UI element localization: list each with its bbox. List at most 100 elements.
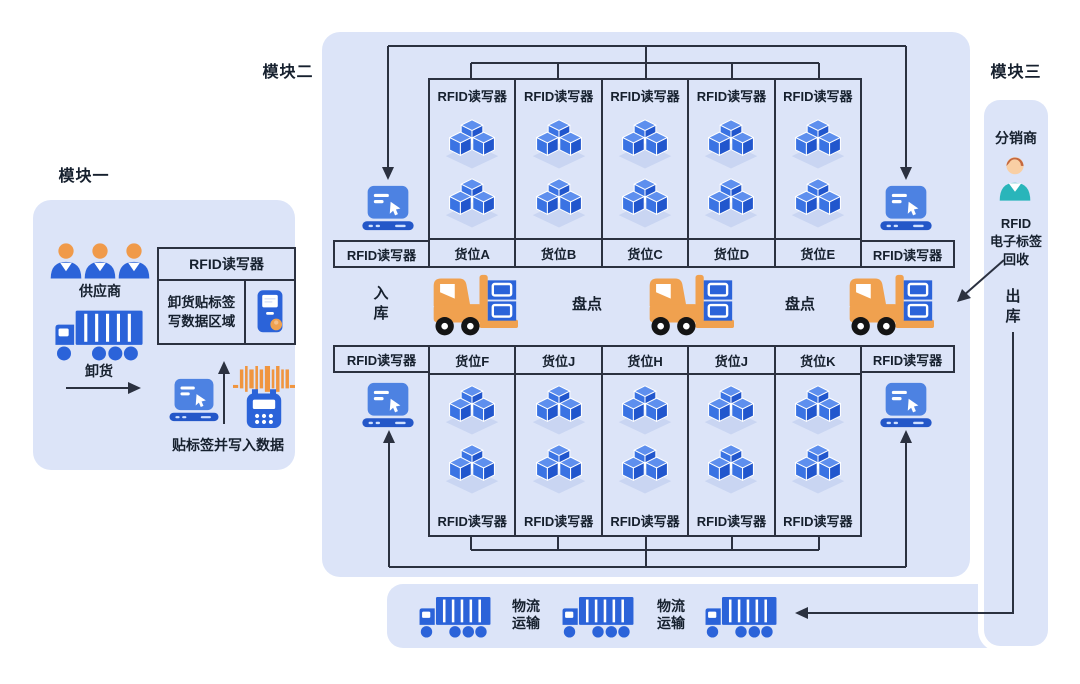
goods-boxes-icon [531, 444, 587, 495]
truck-icon [417, 592, 493, 640]
storage-column-j2: 货位J RFID读写器 [689, 347, 776, 535]
stocktake-label: 盘点 [784, 295, 815, 313]
logistics-line2: 运输 [657, 615, 685, 631]
goods-boxes-icon [531, 385, 587, 436]
suppliers-group-icon [48, 242, 152, 279]
storage-column-h: 货位H RFID读写器 [602, 347, 690, 535]
goods-boxes-icon [790, 178, 846, 229]
goods-boxes-icon [617, 119, 673, 170]
goods-boxes-icon [444, 119, 500, 170]
logistics-line1: 物流 [512, 597, 540, 614]
rfid-reader-label: RFID读写器 [437, 513, 507, 529]
module2-title: 模块二 [262, 64, 314, 81]
top-storage-grid: RFID读写器 货位A RFID读写器 货位B RFID读写器 货位C RFID… [428, 78, 862, 268]
storage-column-c: RFID读写器 货位C [602, 80, 690, 266]
slot-label: 货位A [430, 238, 515, 266]
slot-label: 货位J [516, 347, 601, 375]
goods-boxes-icon [617, 444, 673, 495]
tagging-label: 贴标签并写入数据 [172, 437, 284, 454]
recycle-line3: 回收 [1002, 251, 1029, 267]
goods-boxes-icon [531, 178, 587, 229]
storage-column-k: 货位K RFID读写器 [775, 347, 861, 535]
goods-boxes-icon [703, 178, 759, 229]
goods-boxes-icon [617, 385, 673, 436]
logistics-label: 物流 运输 [504, 597, 548, 633]
slot-label: 货位J [689, 347, 774, 375]
person-icon [116, 242, 152, 279]
rfid-reader-label: RFID读写器 [783, 513, 853, 529]
forklift-icon [427, 273, 521, 339]
slot-label: 货位B [516, 238, 601, 266]
tagging-area-cell: 卸货贴标签 写数据区域 [159, 281, 246, 343]
truck-icon [703, 592, 779, 640]
slot-label: 货位C [602, 238, 688, 266]
barcode-scanner-icon [233, 363, 295, 431]
goods-boxes-icon [790, 444, 846, 495]
logistics-line2: 运输 [512, 615, 540, 631]
rfid-reader-cell-bottom-left: RFID读写器 [333, 345, 430, 373]
handheld-rfid-icon [256, 287, 284, 337]
goods-boxes-icon [617, 178, 673, 229]
rfid-laptop-icon [361, 185, 415, 231]
unload-label: 卸货 [85, 363, 113, 380]
goods-boxes-icon [444, 385, 500, 436]
person-icon [82, 242, 118, 279]
rfid-reader-label: RFID读写器 [437, 88, 507, 104]
handheld-cell [246, 281, 294, 343]
person-icon [48, 242, 84, 279]
rfid-reader-cell-top-left: RFID读写器 [333, 240, 430, 268]
outbound-label: 出库 [1005, 288, 1021, 325]
rfid-reader-label: RFID读写器 [696, 88, 767, 104]
forklift-icon [843, 273, 937, 339]
suppliers-label: 供应商 [79, 283, 121, 300]
storage-column-j1: 货位J RFID读写器 [516, 347, 603, 535]
rfid-reader-cell-bottom-right: RFID读写器 [860, 345, 955, 373]
distributor-icon [997, 152, 1033, 201]
bottom-storage-grid: 货位F RFID读写器 货位J RFID读写器 货位H RFID读写器 货位J … [428, 345, 862, 537]
goods-boxes-icon [444, 444, 500, 495]
stocktake-label: 盘点 [571, 295, 602, 313]
rfid-laptop-icon [361, 382, 415, 428]
rfid-laptop-icon [879, 382, 933, 428]
goods-boxes-icon [703, 444, 759, 495]
rfid-reader-header: RFID读写器 [159, 249, 294, 281]
goods-boxes-icon [790, 385, 846, 436]
rfid-reader-label: RFID读写器 [783, 88, 853, 104]
module3-title: 模块三 [990, 64, 1042, 81]
rfid-reader-cell-top-right: RFID读写器 [860, 240, 955, 268]
forklift-icon [643, 273, 737, 339]
goods-boxes-icon [703, 385, 759, 436]
slot-label: 货位F [430, 347, 515, 375]
goods-boxes-icon [444, 178, 500, 229]
rfid-reader-label: RFID读写器 [696, 513, 767, 529]
storage-column-e: RFID读写器 货位E [775, 80, 861, 266]
storage-column-b: RFID读写器 货位B [516, 80, 603, 266]
tagging-area-line2: 写数据区域 [167, 314, 236, 329]
inbound-label: 入库 [373, 285, 389, 322]
unload-tagging-table: RFID读写器 卸货贴标签 写数据区域 [157, 247, 296, 345]
rfid-reader-label: RFID读写器 [610, 88, 680, 104]
truck-icon [560, 592, 636, 640]
storage-column-f: 货位F RFID读写器 [430, 347, 517, 535]
tagging-area-line1: 卸货贴标签 [167, 295, 236, 310]
slot-label: 货位H [602, 347, 688, 375]
logistics-line1: 物流 [657, 597, 685, 614]
rfid-reader-label: RFID读写器 [523, 513, 594, 529]
truck-icon [52, 306, 146, 362]
distributor-label: 分销商 [995, 130, 1037, 147]
goods-boxes-icon [790, 119, 846, 170]
slot-label: 货位E [775, 238, 861, 266]
storage-column-a: RFID读写器 货位A [430, 80, 517, 266]
logistics-label: 物流 运输 [649, 597, 693, 633]
rfid-laptop-icon [168, 378, 220, 422]
goods-boxes-icon [703, 119, 759, 170]
rfid-reader-label: RFID读写器 [610, 513, 680, 529]
rfid-reader-label: RFID读写器 [523, 88, 594, 104]
recycle-line2: 电子标签 [989, 233, 1042, 249]
storage-column-d: RFID读写器 货位D [689, 80, 776, 266]
recycle-line1: RFID [1000, 215, 1032, 231]
module1-title: 模块一 [58, 168, 110, 185]
rfid-laptop-icon [879, 185, 933, 231]
slot-label: 货位D [689, 238, 774, 266]
